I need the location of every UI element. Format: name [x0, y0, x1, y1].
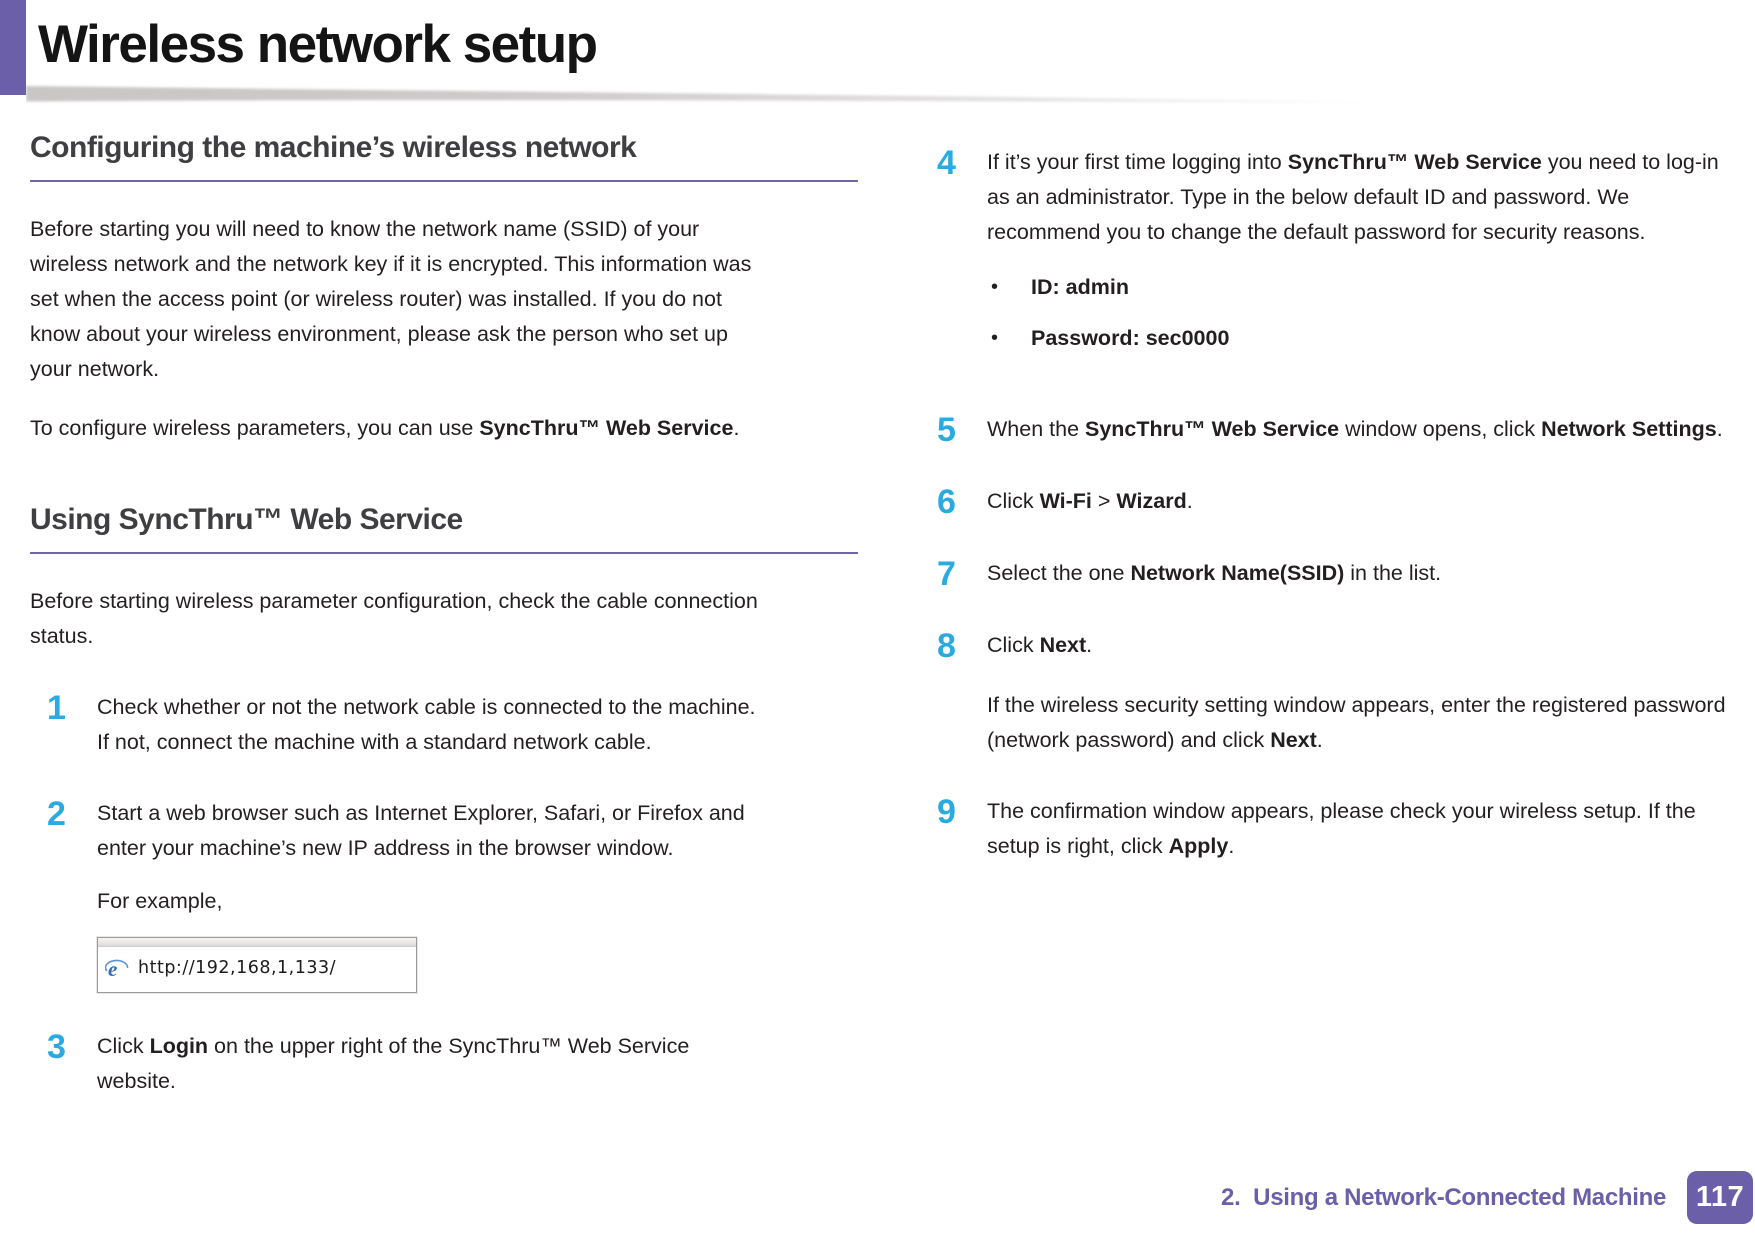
step-text-continued: If the wireless security setting window …	[987, 693, 1726, 752]
step-text: When the SyncThru™ Web Service window op…	[987, 417, 1723, 441]
address-bar-url: http://192,168,1,133/	[138, 958, 337, 978]
step-text: The confirmation window appears, please …	[987, 799, 1696, 858]
credential-password: Password: sec0000	[1031, 326, 1230, 350]
step-number: 4	[937, 144, 956, 182]
section-heading-configuring: Configuring the machine’s wireless netwo…	[30, 131, 637, 164]
step-number: 7	[937, 555, 956, 593]
step-text: Click Login on the upper right of the Sy…	[97, 1034, 690, 1093]
step-text: Select the one Network Name(SSID) in the…	[987, 561, 1442, 585]
section-using-syncthru: Using SyncThru™ Web Service Before start…	[30, 502, 860, 654]
bullet-icon: •	[991, 327, 999, 349]
step-9: 9 The confirmation window appears, pleas…	[920, 794, 1730, 864]
step-text: If it’s your first time logging into Syn…	[987, 150, 1719, 244]
browser-address-bar-figure: e http://192,168,1,133/	[97, 937, 417, 993]
left-column: Configuring the machine’s wireless netwo…	[30, 130, 860, 1099]
step-7: 7 Select the one Network Name(SSID) in t…	[920, 556, 1730, 592]
step-1: 1 Check whether or not the network cable…	[30, 690, 860, 760]
section-heading-using: Using SyncThru™ Web Service	[30, 503, 463, 536]
step-text: Check whether or not the network cable i…	[97, 695, 756, 754]
page-number-badge: 117	[1687, 1171, 1753, 1224]
address-bar-top-strip	[98, 938, 416, 947]
step-number: 5	[937, 411, 956, 449]
step-2: 2 Start a web browser such as Internet E…	[30, 796, 860, 993]
list-item: • ID: admin	[987, 274, 1730, 300]
section-rule	[30, 552, 858, 554]
right-column: 4 If it’s your first time logging into S…	[920, 130, 1730, 864]
step-number: 8	[937, 627, 956, 665]
paragraph: Before starting you will need to know th…	[30, 217, 752, 381]
chapter-accent-bar	[0, 0, 26, 95]
credential-id: ID: admin	[1031, 275, 1129, 299]
step-4: 4 If it’s your first time logging into S…	[920, 145, 1730, 376]
credentials-list: • ID: admin • Password: sec0000	[987, 274, 1730, 351]
step-number: 2	[47, 795, 66, 833]
step-3: 3 Click Login on the upper right of the …	[30, 1029, 860, 1099]
step-5: 5 When the SyncThru™ Web Service window …	[920, 412, 1730, 448]
svg-text:e: e	[108, 957, 117, 981]
step-8: 8 Click Next. If the wireless security s…	[920, 628, 1730, 758]
step-number: 3	[47, 1028, 66, 1066]
section-configuring: Configuring the machine’s wireless netwo…	[30, 130, 860, 446]
list-item: • Password: sec0000	[987, 325, 1730, 351]
internet-explorer-icon: e	[105, 957, 129, 981]
step-number: 1	[47, 689, 66, 727]
step-number: 9	[937, 793, 956, 831]
section-rule	[30, 180, 858, 182]
step-text: Click Next.	[987, 633, 1093, 657]
paragraph: To configure wireless parameters, you ca…	[30, 416, 740, 440]
header-shadow-swoosh	[26, 86, 1456, 104]
step-text: Start a web browser such as Internet Exp…	[97, 801, 745, 860]
page-footer: 2. Using a Network-Connected Machine 117	[1221, 1171, 1755, 1224]
paragraph: Before starting wireless parameter confi…	[30, 589, 758, 648]
page-title: Wireless network setup	[38, 15, 598, 74]
bullet-icon: •	[991, 276, 999, 298]
footer-chapter-label: 2. Using a Network-Connected Machine	[1221, 1183, 1666, 1211]
step-6: 6 Click Wi-Fi > Wizard.	[920, 484, 1730, 520]
address-bar-field: e http://192,168,1,133/	[98, 947, 416, 992]
step-number: 6	[937, 483, 956, 521]
example-label: For example,	[97, 889, 223, 913]
step-text: Click Wi-Fi > Wizard.	[987, 489, 1193, 513]
